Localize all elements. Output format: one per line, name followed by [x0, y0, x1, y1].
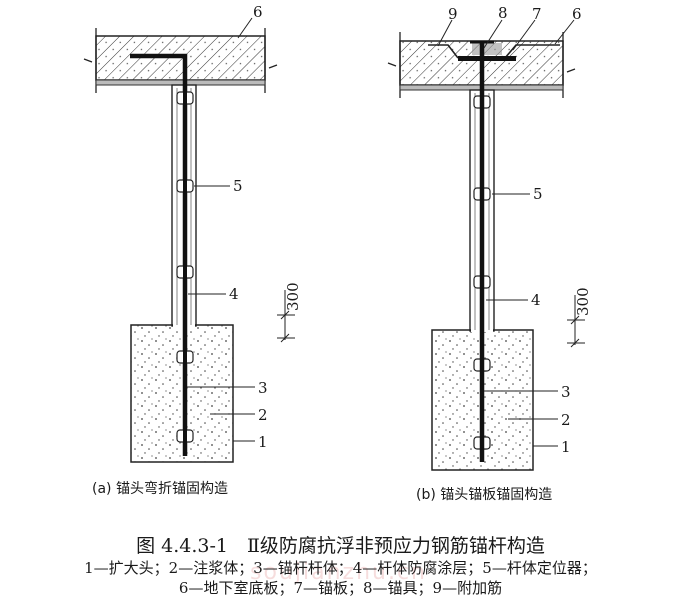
dimension-value: 300	[284, 282, 302, 311]
label-6: 6	[572, 5, 582, 23]
label-8: 8	[498, 4, 508, 22]
caption-b: (b) 锚头锚板锚固构造	[416, 487, 552, 503]
label-7: 7	[532, 5, 542, 23]
label-5: 5	[233, 177, 243, 195]
dimension-300	[567, 295, 585, 348]
caption-a: (a) 锚头弯折锚固构造	[92, 480, 228, 497]
label-2: 2	[561, 411, 571, 429]
anchor-plate	[458, 56, 516, 61]
additional-rebar	[428, 44, 560, 59]
dimension-value: 300	[574, 287, 592, 316]
label-1: 1	[561, 438, 571, 456]
legend-line-2: 6—地下室底板；7—锚板；8—锚具；9—附加筋	[178, 579, 503, 597]
label-5: 5	[533, 185, 543, 203]
label-9: 9	[448, 5, 458, 23]
label-6: 6	[253, 3, 263, 21]
watermark: soujianzhu.cn	[250, 560, 427, 585]
label-1: 1	[258, 433, 268, 451]
label-4: 4	[531, 291, 541, 309]
figure-title: 图 4.4.3-1 Ⅱ级防腐抗浮非预应力钢筋锚杆构造	[136, 535, 545, 557]
figure-a: 6 5 4 3 2 1 300 (a) 锚头弯折锚固构造	[83, 3, 302, 497]
label-3: 3	[258, 379, 268, 397]
dimension-300	[277, 290, 295, 343]
label-2: 2	[258, 406, 268, 424]
label-4: 4	[229, 285, 239, 303]
legend-line-1: 1—扩大头；2—注浆体；3—锚杆杆体；4—杆体防腐涂层；5—杆体定位器；	[84, 559, 597, 577]
figure-b: 9 8 7 6 5 4 3 2 1 300 (b) 锚头锚板锚固构造	[387, 4, 592, 503]
label-3: 3	[561, 383, 571, 401]
